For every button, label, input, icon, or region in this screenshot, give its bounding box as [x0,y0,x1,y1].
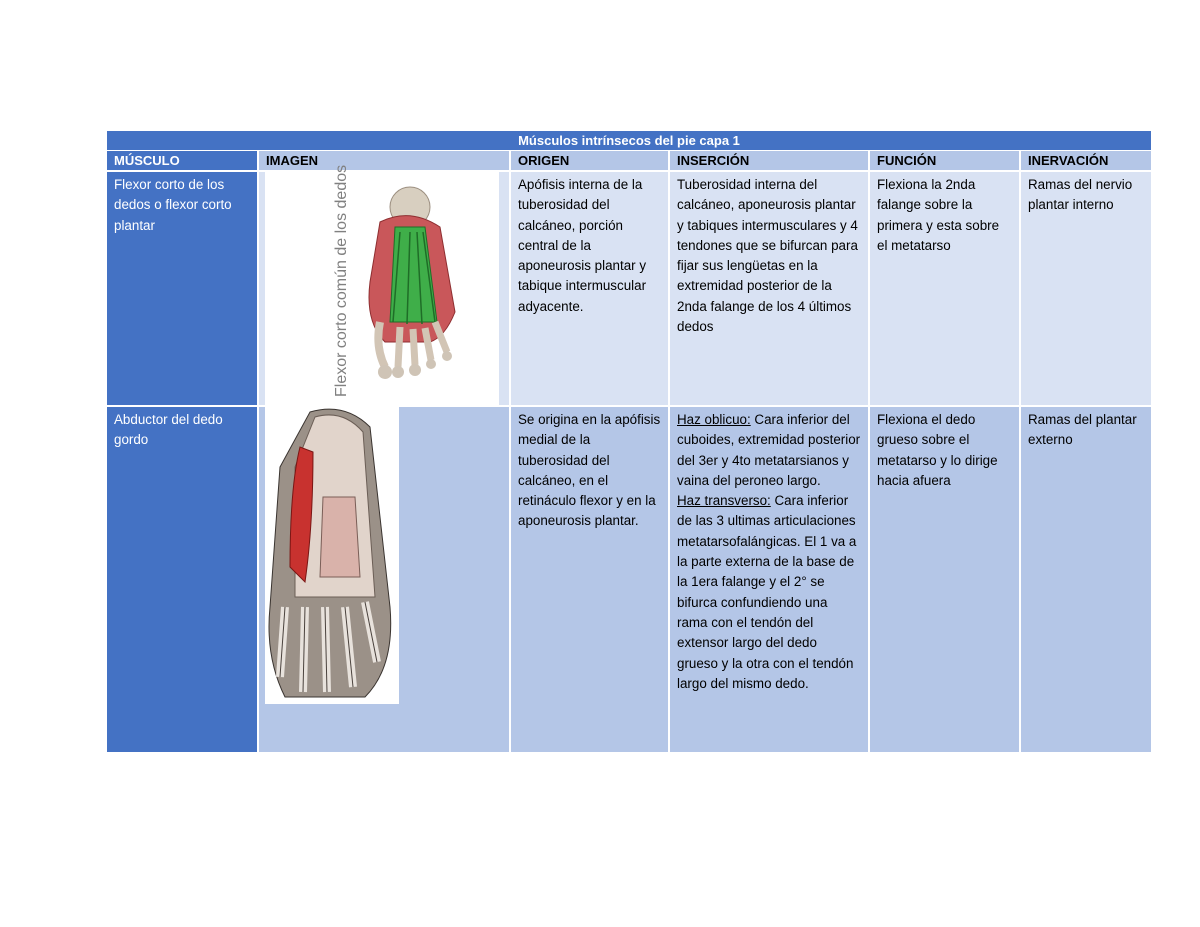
abductor-image [265,407,399,704]
row1-musculo: Flexor corto de los dedos o flexor corto… [107,172,257,405]
header-funcion: FUNCIÓN [870,151,1019,170]
row2-origen: Se origina en la apófisis medial de la t… [511,407,668,752]
header-musculo: MÚSCULO [107,151,257,170]
haz-transverso-text: Cara inferior de las 3 ultimas articulac… [677,493,857,691]
row1-inervacion: Ramas del nervio plantar interno [1021,172,1151,405]
image-label: Flexor corto común de los dedos [333,164,350,397]
header-inervacion: INERVACIÓN [1021,151,1151,170]
haz-transverso-label: Haz transverso: [677,493,771,509]
foot-muscle-illustration [368,186,456,379]
row1-funcion: Flexiona la 2nda falange sobre la primer… [870,172,1019,405]
row2-funcion: Flexiona el dedo grueso sobre el metatar… [870,407,1019,752]
haz-oblicuo-text: Cara inferior del cuboides, extremidad p… [677,412,861,488]
row1-origen: Apófisis interna de la tuberosidad del c… [511,172,668,405]
foot-anatomy-illustration [268,408,392,698]
header-imagen: IMAGEN [259,151,509,170]
row1-insercion: Tuberosidad interna del calcáneo, aponeu… [670,172,868,405]
header-origen: ORIGEN [511,151,668,170]
row2-musculo: Abductor del dedo gordo [107,407,257,752]
row2-insercion: Haz oblicuo: Cara inferior del cuboides,… [670,407,868,752]
haz-oblicuo-label: Haz oblicuo: [677,412,751,427]
flexor-corto-image: Flexor corto común de los dedos [265,165,499,405]
header-insercion: INSERCIÓN [670,151,868,170]
row2-inervacion: Ramas del plantar externo [1021,407,1151,752]
table-title: Músculos intrínsecos del pie capa 1 [107,131,1151,150]
